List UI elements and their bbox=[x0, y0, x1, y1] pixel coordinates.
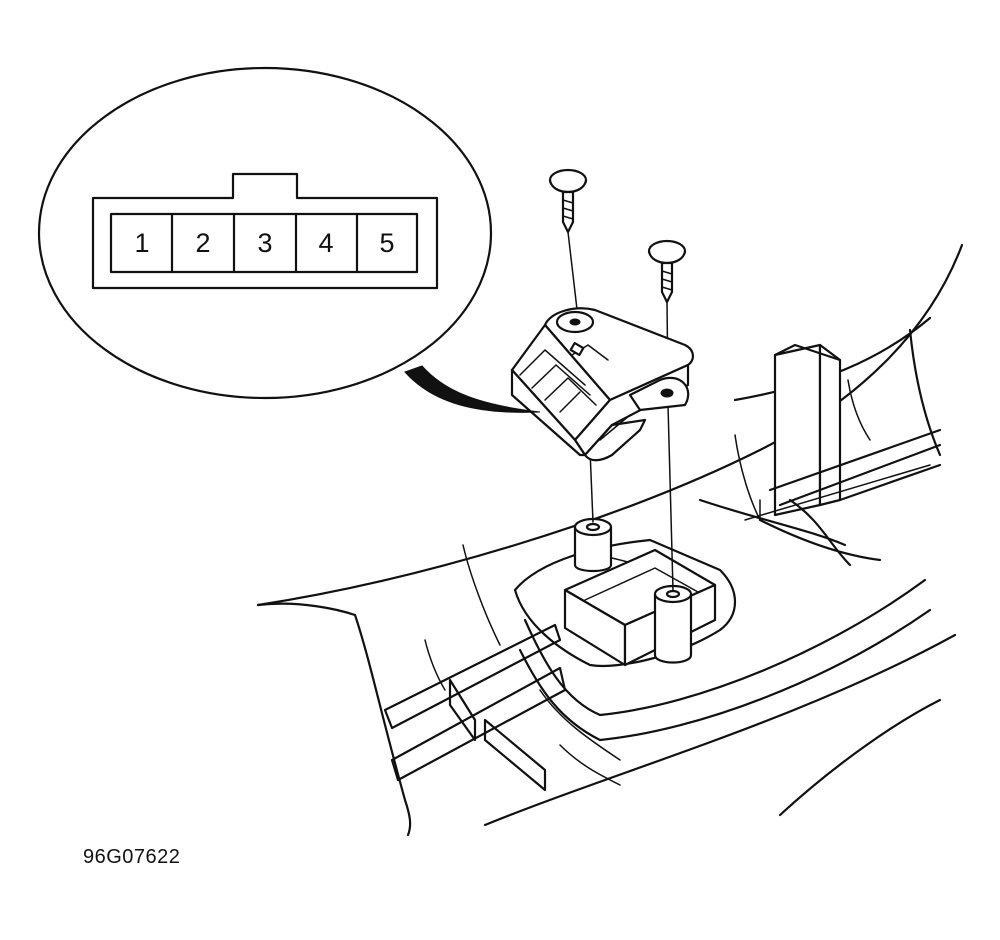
pin-5-label: 5 bbox=[379, 228, 394, 258]
figure-id-label: 96G07622 bbox=[83, 846, 181, 868]
pin-1-label: 1 bbox=[134, 228, 149, 258]
pin-3-label: 3 bbox=[257, 228, 272, 258]
pin-4-label: 4 bbox=[318, 228, 333, 258]
mounting-boss-right bbox=[653, 584, 693, 664]
console-panel bbox=[256, 243, 964, 837]
sensor-unit bbox=[510, 307, 694, 462]
screw-right bbox=[647, 239, 687, 304]
connector-face: 1 2 3 4 5 bbox=[91, 172, 439, 290]
screw-left bbox=[548, 168, 588, 234]
mounting-boss-left bbox=[573, 517, 613, 573]
pin-2-label: 2 bbox=[195, 228, 210, 258]
